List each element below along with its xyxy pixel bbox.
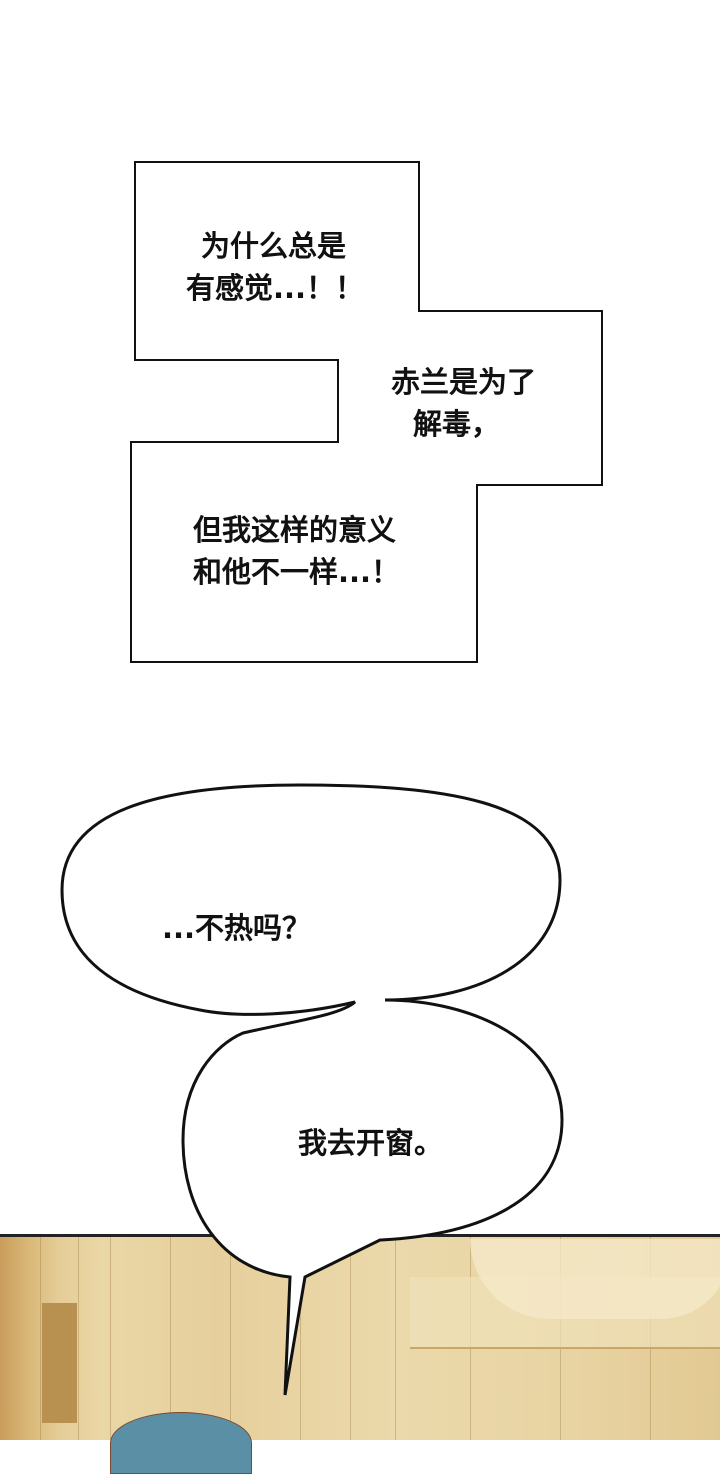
narration-text: 解毒， xyxy=(413,407,501,441)
speech-text: ...不热吗？ xyxy=(162,911,312,945)
narration-box xyxy=(130,161,603,663)
balloon-shapes xyxy=(60,161,603,1396)
narration-text: 有感觉...！！ xyxy=(186,271,365,305)
narration-text: 和他不一样...！ xyxy=(193,555,401,589)
narration-text: 赤兰是为了 xyxy=(391,365,537,399)
narration-text: 但我这样的意义 xyxy=(193,513,397,547)
curtain-drape xyxy=(470,1239,720,1319)
window-frame xyxy=(42,1303,77,1423)
speech-text: 我去开窗。 xyxy=(298,1126,444,1160)
illustration-panel xyxy=(0,1234,720,1474)
narration-text: 为什么总是 xyxy=(201,229,347,263)
speech-bubble xyxy=(60,783,564,1396)
